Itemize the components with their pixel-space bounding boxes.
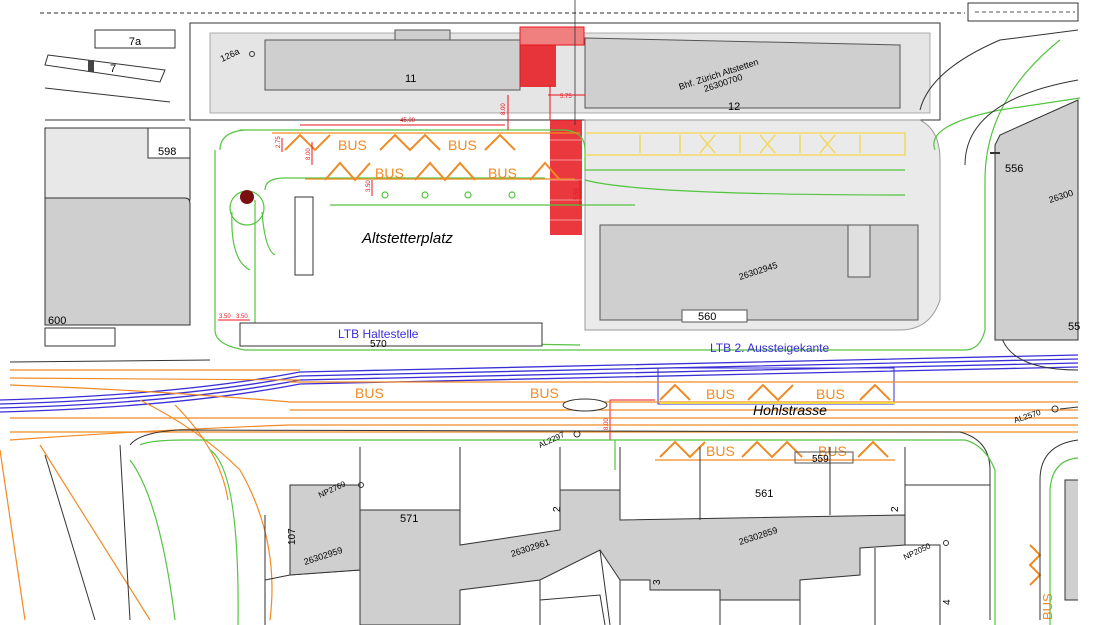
parcel-label-7: 7 [110,63,116,75]
parcel-label-571: 571 [400,513,418,525]
yellow-markings [585,132,906,156]
dim-550: 5.50 [574,188,580,200]
bus-label-road-1: BUS [355,385,384,401]
parcel-label-598: 598 [158,146,176,158]
bus-label-mid-2: BUS [488,165,517,181]
bus-bay-top [284,133,561,182]
dim-350-a: 3.50 [366,180,372,192]
building-600 [44,197,191,326]
plaza-green-line-top [240,129,905,171]
bus-bay-road [659,383,1042,586]
bus-label-road-3: BUS [706,386,735,402]
bus-label-low-2: BUS [818,443,847,459]
parcel-label-12: 12 [728,101,740,113]
bus-label-low-1: BUS [706,443,735,459]
parcel-label-7a: 7a [129,36,142,48]
bus-label-road-2: BUS [530,385,559,401]
buildings-south [289,484,906,625]
dim-8-a: 8.00 [501,103,507,115]
parcel-label-570: 570 [370,339,387,350]
parcel-label-2-a: 2 [552,506,563,512]
bus-label-top-1: BUS [338,137,367,153]
parcel-label-561: 561 [755,488,773,500]
road-lanes [0,369,1078,621]
stair-access-top [519,26,585,46]
dim-275: 2.75 [276,136,282,148]
building-556 [994,99,1079,341]
ltb-stop-platform [239,322,543,347]
plaza-green-line-inner [330,179,906,206]
building-12 [584,37,901,109]
stair-ramp [550,120,582,235]
parcel-label-55-right: 55 [1068,321,1080,333]
survey-point-al2297: AL2297 [537,430,566,450]
parcel-label-559: 559 [812,454,829,465]
dim-350-b: 3.50 [219,314,231,320]
dim-8-c: 8.00 [604,418,610,430]
bollards [381,191,516,199]
bus-label-mid-1: BUS [375,165,404,181]
dimension-lines [218,85,655,440]
dim-8-b: 8.00 [306,148,312,160]
railway-box [967,2,1079,22]
parcel-label-3: 3 [652,579,663,585]
parcel-7a [94,29,176,49]
bus-label-top-2: BUS [448,137,477,153]
stair-access [520,45,556,87]
parcel-label-600: 600 [48,315,66,327]
parcel-7 [44,54,166,83]
tree-icon [240,190,254,204]
building-11 [264,39,521,91]
ltb-second-edge-label: LTB 2. Aussteigekante [710,341,830,355]
plaza-green-line-outer [214,39,1061,351]
dim-45: 45.00 [400,118,416,124]
parcel-label-107: 107 [287,528,298,545]
dim-350-c: 3.50 [236,314,248,320]
bus-label-road-4: BUS [816,386,845,402]
dim-575: 5.75 [560,94,572,100]
parcel-label-2-b: 2 [890,506,901,512]
parcel-label-4: 4 [942,599,953,605]
ltb-stop-label: LTB Haltestelle [338,327,419,341]
survey-point-np2050: NP2050 [902,541,933,562]
street-label-hohlstrasse: Hohlstrasse [753,402,827,418]
place-label-altstetterplatz: Altstetterplatz [361,230,453,247]
ltb-tracks [0,354,1079,413]
parcel-label-11: 11 [405,73,416,85]
parcel-label-556: 556 [1005,163,1023,175]
bus-label-right-vertical: BUS [1040,593,1055,620]
parcel-label-560: 560 [698,311,716,323]
